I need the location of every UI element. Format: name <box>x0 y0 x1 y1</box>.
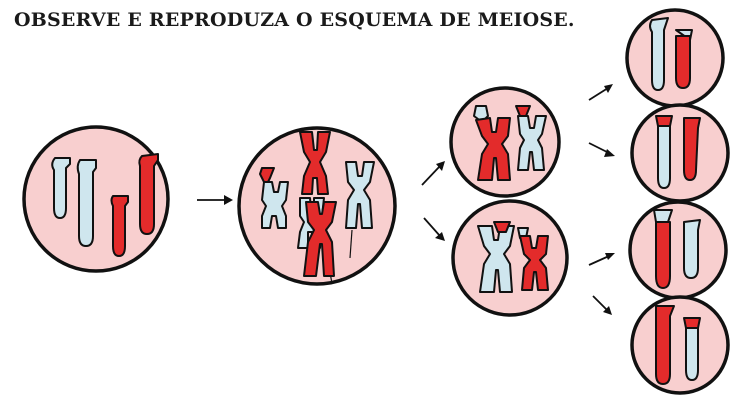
arrow-3c <box>588 253 615 266</box>
cell-4c <box>628 200 728 300</box>
chromosome-blue-final <box>683 219 701 279</box>
chromosome-blue-medium <box>517 115 547 171</box>
chromosome-red-final <box>683 117 701 181</box>
cell-2-duplicated <box>237 126 397 286</box>
arrow-3a <box>588 84 613 101</box>
cell-4c-membrane <box>628 200 728 300</box>
chromosome-red-duplicated <box>299 131 331 195</box>
cell-3-bottom-membrane <box>451 199 569 317</box>
chromosome-red-long <box>138 153 159 235</box>
cell-4d <box>630 295 730 395</box>
chromosome-blue-final <box>649 17 669 91</box>
arrow-3b <box>588 142 615 157</box>
chromosome-red-final-tip <box>655 115 673 127</box>
chromosome-blue-long <box>51 157 71 219</box>
cell-3-top <box>449 86 561 198</box>
arrow-2-down <box>423 217 445 241</box>
chromosome-blue-short <box>76 159 97 247</box>
chromosome-blue-final-tip <box>653 209 673 223</box>
chromosome-red-tip <box>493 221 511 233</box>
chromosome-red-short <box>110 195 129 257</box>
arrow-3d <box>592 295 612 315</box>
cell-3-bottom <box>451 199 569 317</box>
chromosome-blue-small-duplicated <box>261 181 289 229</box>
cell-4b <box>630 103 730 203</box>
chromosome-red-big-duplicated <box>303 201 337 277</box>
cell-4a <box>625 8 725 108</box>
chromosome-blue-final <box>657 125 671 189</box>
chromosome-red-final-tip <box>683 317 701 329</box>
arrow-2-up <box>421 161 445 186</box>
cell-1-parent <box>22 125 170 273</box>
arrow-1 <box>197 195 233 205</box>
chromosome-blue-right-duplicated <box>345 161 375 229</box>
chromosome-red-final <box>655 305 675 385</box>
chromosome-blue-large <box>477 225 515 293</box>
chromosome-red-large <box>475 117 511 181</box>
cell-4b-membrane <box>630 103 730 203</box>
chromosome-blue-final <box>685 327 699 381</box>
chromosome-red-final <box>655 221 671 289</box>
spindle-fiber <box>349 229 353 259</box>
page-title: OBSERVE E REPRODUZA O ESQUEMA DE MEIOSE. <box>14 9 575 31</box>
chromosome-red-final <box>675 35 691 89</box>
chromosome-red-medium <box>519 235 549 291</box>
cell-4d-membrane <box>630 295 730 395</box>
